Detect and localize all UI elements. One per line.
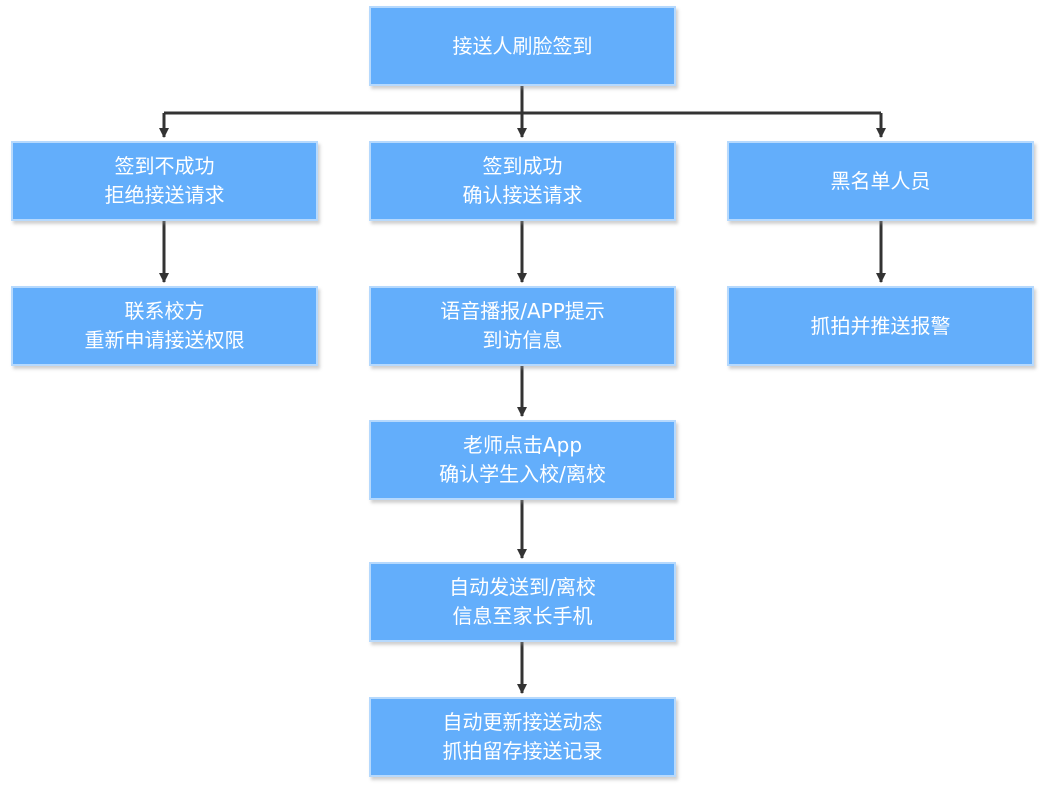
node-update-record-line-1: 自动更新接送动态	[442, 710, 603, 734]
node-blacklist: 黑名单人员	[727, 141, 1034, 221]
node-blacklist-text: 黑名单人员	[830, 168, 931, 193]
node-contact-school: 联系校方 重新申请接送权限	[11, 286, 318, 366]
node-contact-school-line-1: 联系校方	[124, 299, 205, 323]
node-notify-parent: 自动发送到/离校 信息至家长手机	[369, 562, 676, 642]
node-sign-in-success-line-1: 签到成功	[482, 154, 563, 178]
node-sign-in-success: 签到成功 确认接送请求	[369, 141, 676, 221]
node-teacher-confirm-line-1: 老师点击App	[462, 433, 583, 457]
node-voice-prompt-line-2: 到访信息	[482, 328, 563, 352]
node-photo-alarm-text: 抓拍并推送报警	[810, 313, 951, 338]
node-sign-in-success-line-2: 确认接送请求	[462, 183, 583, 207]
node-photo-alarm: 抓拍并推送报警	[727, 286, 1034, 366]
node-notify-parent-line-1: 自动发送到/离校	[449, 575, 596, 599]
node-voice-prompt: 语音播报/APP提示 到访信息	[369, 286, 676, 366]
node-sign-in-failed-line-1: 签到不成功	[114, 154, 215, 178]
node-voice-prompt-line-1: 语音播报/APP提示	[440, 299, 605, 323]
node-face-sign-in: 接送人刷脸签到	[369, 6, 676, 86]
node-teacher-confirm: 老师点击App 确认学生入校/离校	[369, 420, 676, 500]
node-sign-in-failed: 签到不成功 拒绝接送请求	[11, 141, 318, 221]
node-contact-school-line-2: 重新申请接送权限	[84, 328, 245, 352]
node-sign-in-failed-line-2: 拒绝接送请求	[104, 183, 225, 207]
node-face-sign-in-text: 接送人刷脸签到	[452, 33, 593, 58]
node-notify-parent-line-2: 信息至家长手机	[452, 604, 593, 628]
node-update-record: 自动更新接送动态 抓拍留存接送记录	[369, 697, 676, 777]
node-update-record-line-2: 抓拍留存接送记录	[442, 739, 603, 763]
node-teacher-confirm-line-2: 确认学生入校/离校	[439, 462, 606, 486]
